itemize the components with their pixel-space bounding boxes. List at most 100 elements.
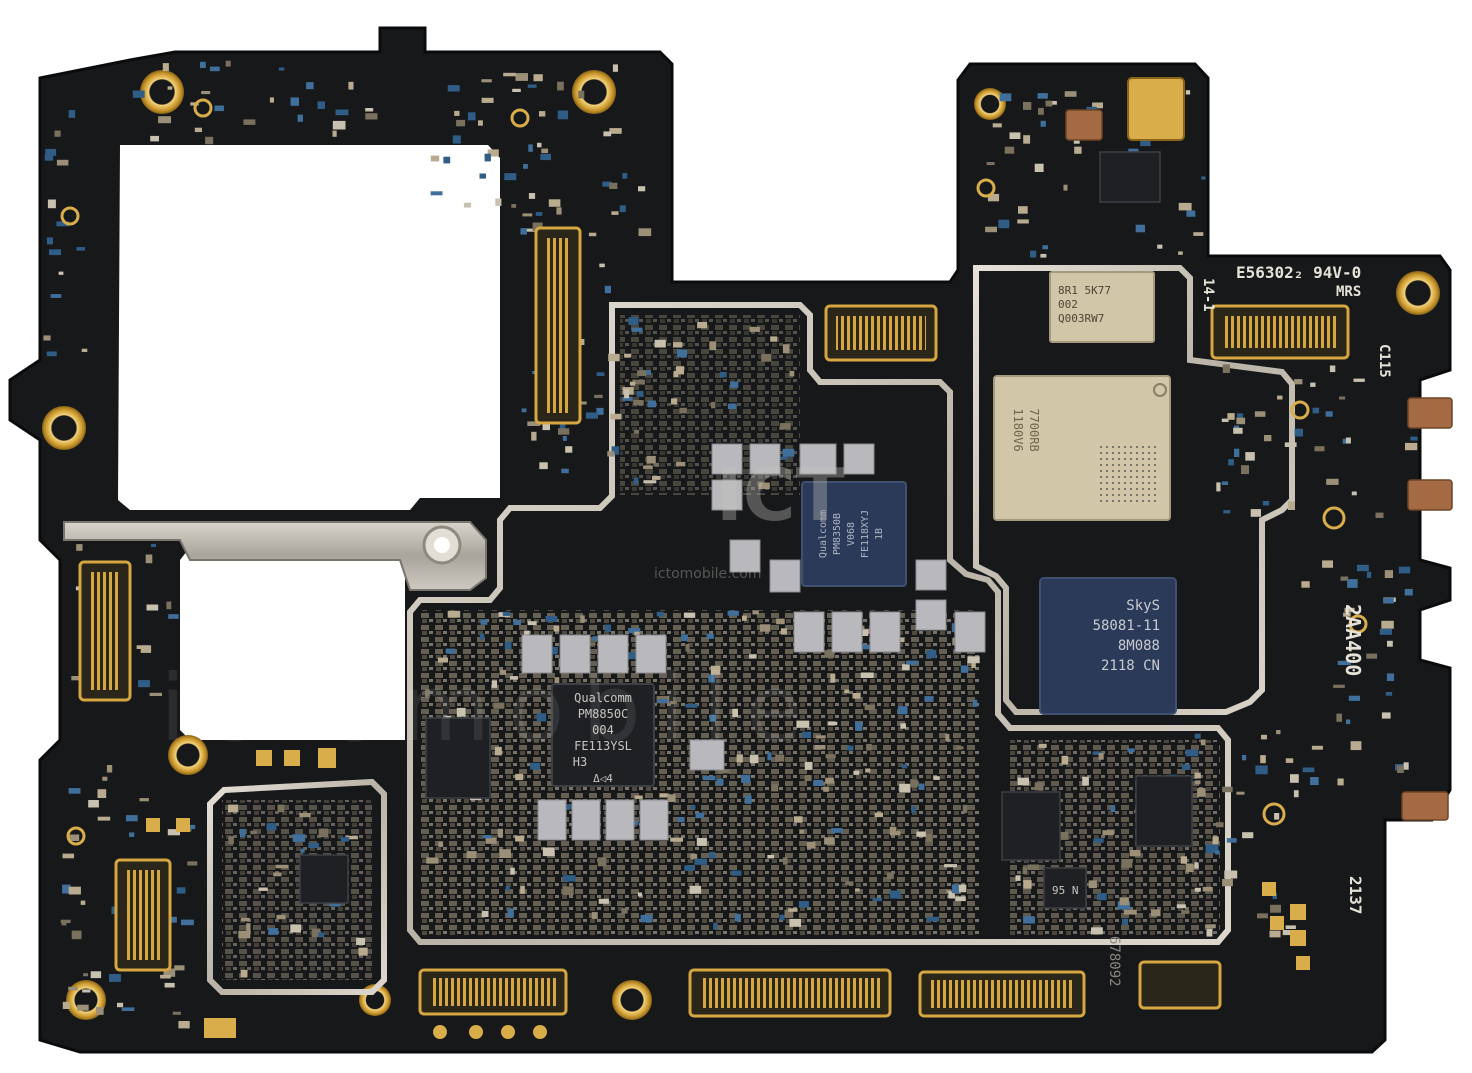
smd-component — [599, 263, 605, 268]
smd-component — [1337, 660, 1351, 666]
rf-line-1: 1180V6 — [1011, 408, 1025, 451]
smd-component — [140, 645, 152, 653]
smd-component — [300, 848, 305, 853]
smd-component — [779, 914, 785, 921]
smd-component — [168, 614, 179, 619]
smd-component — [1042, 245, 1048, 250]
smd-component — [629, 381, 636, 386]
smd-component — [580, 615, 585, 623]
smd-component — [1129, 850, 1141, 857]
sky-line-0: SkyS — [1126, 598, 1160, 614]
smd-component — [1257, 913, 1268, 919]
smd-component — [266, 823, 277, 831]
smd-component — [796, 720, 810, 728]
smd-component — [1034, 782, 1044, 791]
smd-component — [1228, 459, 1234, 466]
smd-component — [602, 181, 612, 187]
smd-component — [1262, 500, 1270, 506]
qc2-line-4: 1B — [874, 528, 885, 540]
smd-component — [1285, 758, 1294, 763]
smd-component — [779, 423, 791, 430]
smd-component — [243, 119, 256, 125]
smd-component — [532, 222, 543, 231]
smd-component — [276, 914, 286, 920]
smd-component — [145, 554, 153, 564]
smd-component — [1202, 886, 1213, 892]
smd-component — [68, 986, 78, 991]
smd-component — [596, 407, 604, 415]
smd-component — [1023, 102, 1032, 110]
smd-component — [340, 837, 350, 842]
smd-component — [780, 628, 787, 635]
smd-component — [1215, 850, 1220, 855]
smd-component — [670, 837, 683, 842]
smd-component — [1121, 859, 1133, 868]
smd-component — [627, 652, 638, 660]
smd-component — [597, 857, 607, 867]
smd-component — [789, 370, 795, 377]
smd-component — [1312, 407, 1320, 414]
smd-component — [1182, 764, 1191, 770]
smd-component — [562, 886, 574, 895]
smd-component — [718, 769, 730, 774]
smd-component — [530, 762, 541, 770]
smd-component — [1277, 395, 1283, 400]
smd-component — [654, 462, 660, 467]
silk-ul-code: E56302₂ 94V-0 — [1236, 263, 1361, 282]
smd-component — [487, 149, 499, 157]
smd-component — [1015, 875, 1021, 881]
smd-component — [578, 90, 585, 99]
smd-component — [673, 342, 683, 348]
smd-component — [562, 875, 576, 882]
smd-component — [1236, 413, 1244, 422]
smd-component — [524, 630, 530, 639]
smd-component — [901, 764, 908, 769]
smd-component — [456, 707, 466, 717]
smd-component — [88, 800, 99, 808]
smd-component — [1261, 734, 1267, 740]
smd-component — [240, 969, 248, 978]
smd-component — [49, 249, 61, 256]
smd-component — [174, 965, 185, 971]
smd-component — [1023, 880, 1032, 889]
smd-component — [466, 851, 477, 859]
smd-component — [824, 837, 835, 845]
mem-line-2: Q003RW7 — [1058, 312, 1104, 325]
smd-component — [646, 455, 656, 464]
smd-component — [985, 226, 997, 233]
smd-component — [776, 456, 788, 460]
smd-component — [228, 804, 239, 813]
smd-component — [1194, 862, 1199, 869]
smd-component — [771, 784, 779, 792]
smd-component — [633, 400, 644, 406]
rf-line-0: 7700RB — [1027, 408, 1041, 451]
smd-component — [1301, 581, 1310, 588]
smd-component — [515, 835, 524, 842]
smd-component — [541, 148, 549, 154]
smd-component — [831, 828, 843, 833]
smd-component — [897, 706, 908, 715]
smd-component — [607, 451, 615, 457]
smd-component — [467, 112, 476, 121]
smd-component — [493, 702, 505, 709]
smd-component — [684, 865, 695, 871]
smd-component — [136, 645, 149, 649]
smd-component — [540, 153, 551, 161]
smd-component — [1037, 93, 1048, 99]
smd-component — [628, 628, 641, 634]
inductor-array — [521, 443, 986, 841]
smd-component — [447, 610, 461, 618]
smd-component — [1059, 831, 1069, 840]
smd-component — [1200, 739, 1206, 746]
smd-component — [1201, 176, 1206, 180]
smd-component — [741, 774, 751, 783]
smd-component — [1151, 909, 1161, 917]
smd-component — [905, 660, 918, 665]
smd-component — [535, 212, 543, 216]
smd-component — [636, 391, 644, 397]
smd-component — [801, 731, 812, 738]
smd-component — [776, 618, 785, 625]
smd-component — [823, 786, 829, 792]
smd-component — [749, 326, 760, 332]
smd-component — [828, 721, 838, 726]
